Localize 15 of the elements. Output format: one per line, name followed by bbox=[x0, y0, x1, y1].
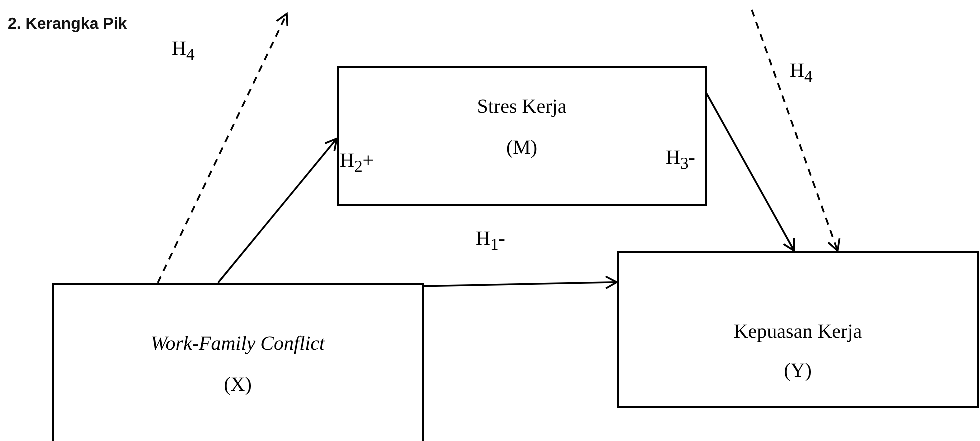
variable-name: Work-Family Conflict bbox=[150, 333, 326, 356]
arrow bbox=[751, 10, 841, 252]
variable-symbol: (M) bbox=[506, 137, 538, 160]
variable-box bbox=[337, 66, 707, 206]
variable-symbol: (Y) bbox=[784, 360, 812, 383]
variable-name: Kepuasan Kerja bbox=[734, 321, 862, 344]
arrow bbox=[706, 94, 796, 252]
arrow bbox=[157, 13, 289, 284]
arrow bbox=[218, 138, 338, 284]
variable-box bbox=[52, 283, 424, 441]
variable-box bbox=[617, 251, 979, 408]
arrow bbox=[424, 276, 618, 290]
variable-name: Stres Kerja bbox=[477, 96, 567, 119]
section-heading: 2. Kerangka Pik bbox=[8, 16, 128, 34]
variable-symbol: (X) bbox=[224, 374, 252, 397]
